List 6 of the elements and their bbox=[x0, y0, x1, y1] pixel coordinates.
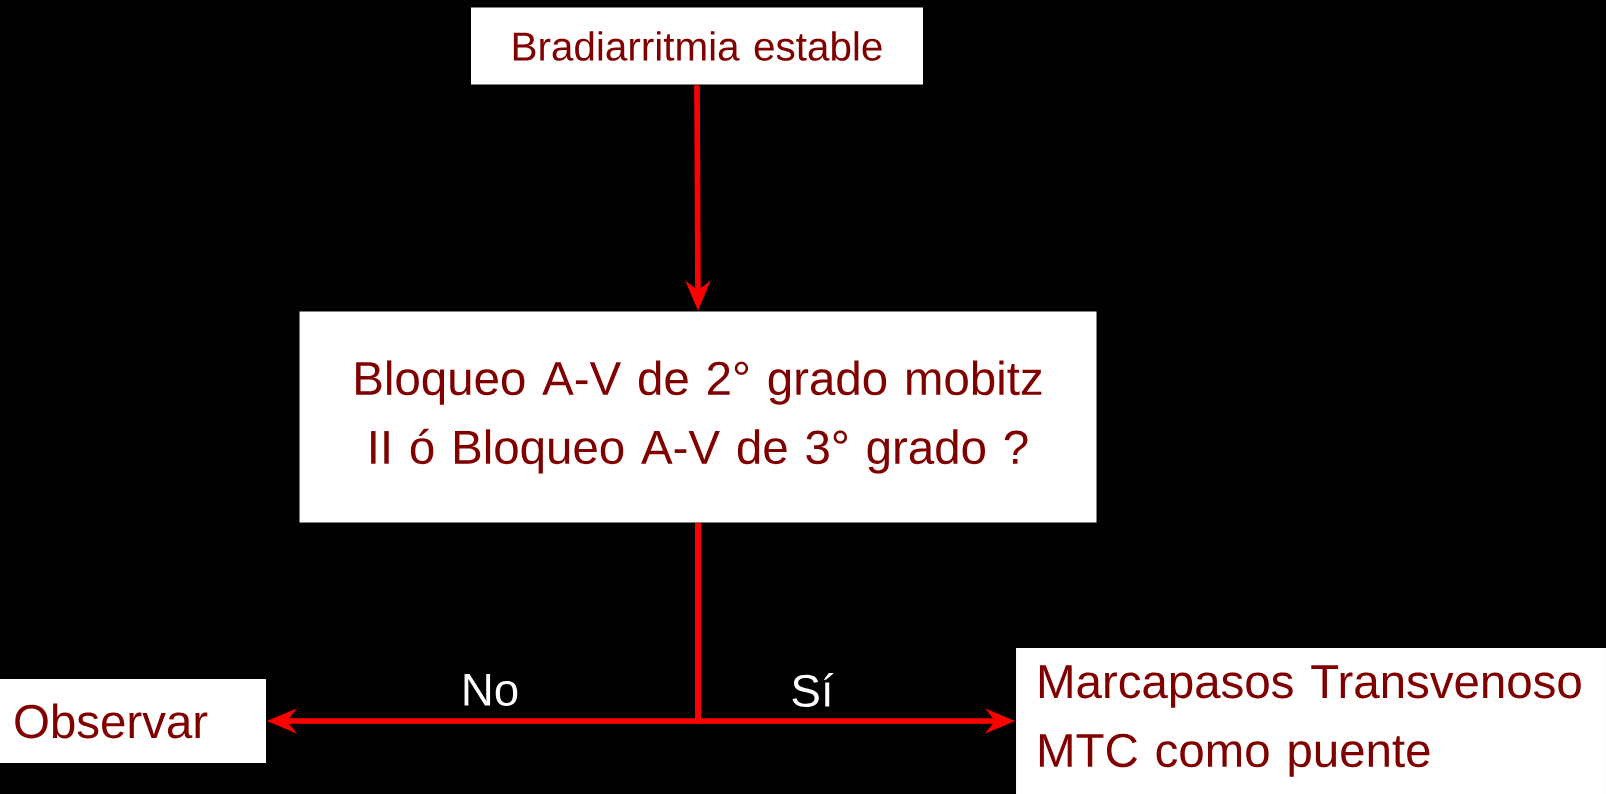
edge-label: Sí bbox=[792, 673, 834, 708]
process-box: Observar bbox=[0, 679, 266, 763]
process-box: Bradiarritmia estable bbox=[471, 7, 923, 85]
edge-label: No bbox=[464, 674, 518, 706]
process-box: Marcapasos Transvenoso MTC como puente bbox=[1016, 648, 1606, 794]
process-box: Bloqueo A-V de 2° grado mobitz II ó Bloqueo A-V de 3° grado ? bbox=[299, 311, 1097, 523]
